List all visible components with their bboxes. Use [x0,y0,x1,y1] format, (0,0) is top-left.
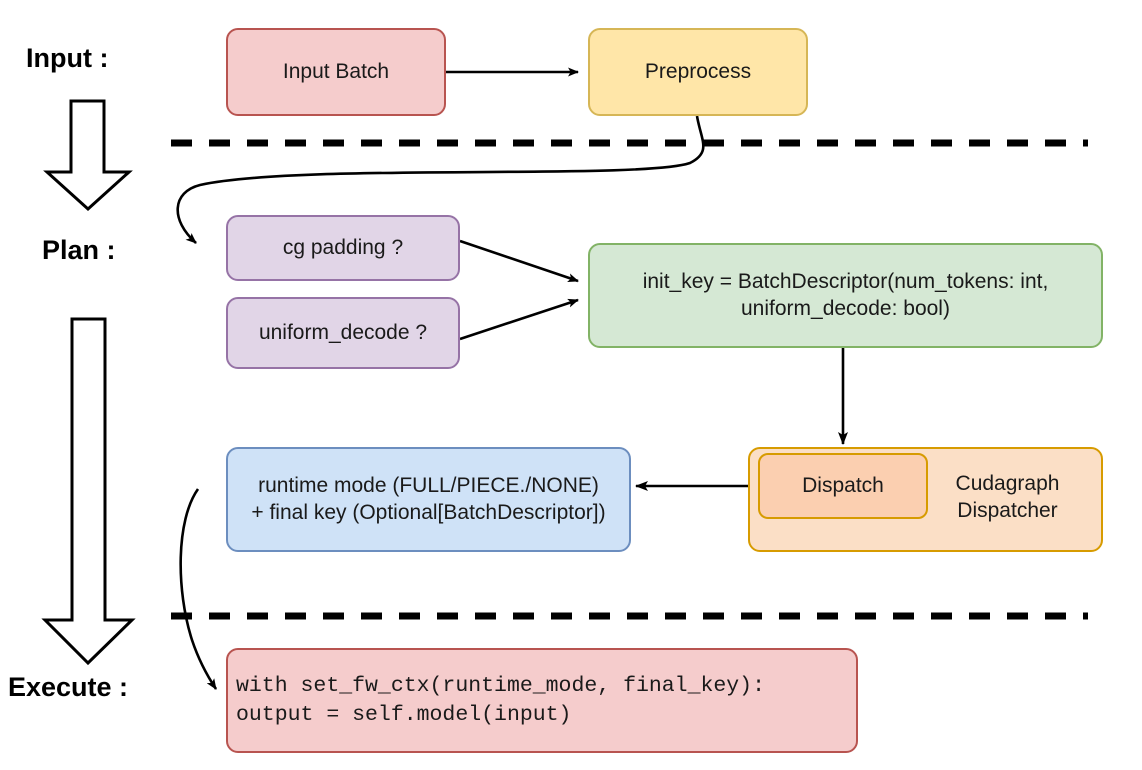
node-preprocess[interactable]: Preprocess [588,28,808,116]
stage-label-input: Input : [26,43,109,73]
node-dispatch[interactable]: Dispatch [758,453,928,519]
connector-runtime-mode-to-exec-code [179,488,218,690]
flow-arrow-input-to-plan [43,99,133,212]
node-cg-padding[interactable]: cg padding ? [226,215,460,281]
node-uniform-decode[interactable]: uniform_decode ? [226,297,460,369]
node-exec-code[interactable]: with set_fw_ctx(runtime_mode, final_key)… [226,648,858,753]
node-input-batch[interactable]: Input Batch [226,28,446,116]
connector-cg-padding-to-init-key [459,239,579,283]
node-init-key[interactable]: init_key = BatchDescriptor(num_tokens: i… [588,243,1103,348]
flow-arrow-plan-to-execute [41,317,136,666]
stage-label-execute: Execute : [8,672,129,702]
stage-label-plan: Plan : [42,235,116,265]
connector-uniform-decode-to-init-key [459,298,579,341]
node-cudagraph-dispatcher-label: Cudagraph Dispatcher [955,472,1060,522]
node-runtime-mode[interactable]: runtime mode (FULL/PIECE./NONE) + final … [226,447,631,552]
